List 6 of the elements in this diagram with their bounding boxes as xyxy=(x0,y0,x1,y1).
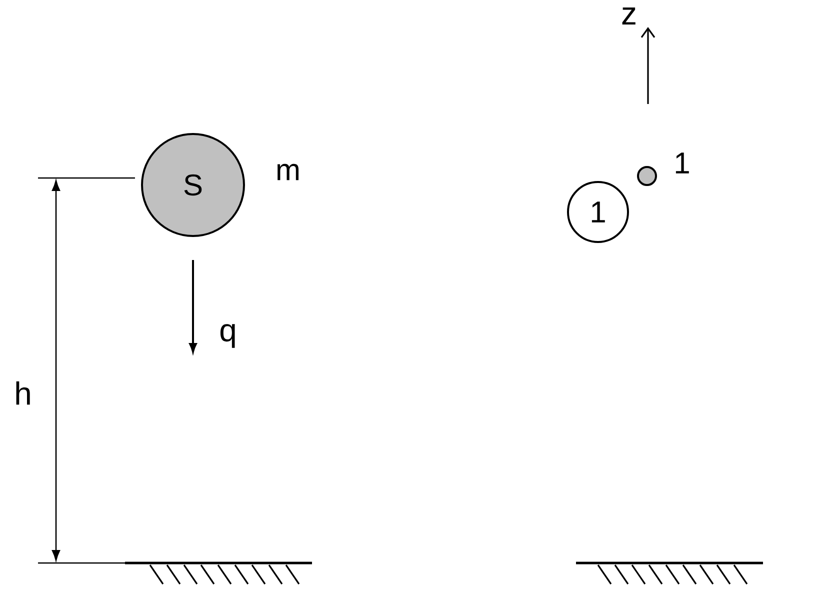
point-label: 1 xyxy=(676,152,689,174)
variable-label: z xyxy=(622,8,636,24)
point-dot xyxy=(637,166,657,186)
point-label: m xyxy=(278,164,299,180)
variable-label: q xyxy=(220,324,235,348)
variable-label: h xyxy=(16,381,30,405)
